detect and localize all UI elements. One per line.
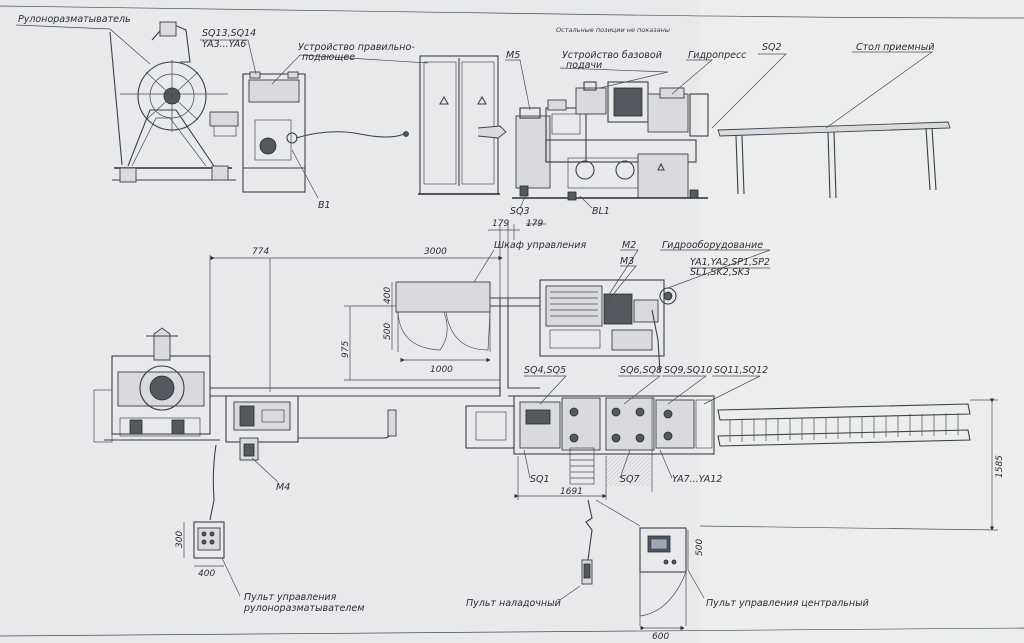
- label-sq6-sq8: SQ6,SQ8: [620, 365, 662, 376]
- dim-400-cabinet: 400: [383, 287, 393, 304]
- dim-500-central: 500: [695, 539, 705, 556]
- dim-179-a: 179: [492, 219, 509, 229]
- label-sq3: SQ3: [510, 206, 530, 217]
- label-m2: M2: [622, 240, 636, 251]
- label-control-cabinet: Шкаф управления: [494, 240, 586, 251]
- label-m5: M5: [506, 50, 520, 61]
- label-straightener-1: Устройство правильно-: [298, 42, 415, 53]
- hatched-zone: [606, 456, 650, 486]
- central-control-panel: [639, 527, 705, 631]
- straightener-plan: [225, 395, 397, 461]
- label-decoiler: Рулоноразматыватель: [18, 14, 131, 25]
- label-decoiler-panel-2: рулоноразматывателем: [243, 603, 364, 614]
- label-ya3-ya6: YA3...YA6: [202, 39, 246, 50]
- label-feeder-1: Устройство базовой: [562, 50, 662, 61]
- hydraulic-leaders: [603, 249, 771, 307]
- label-press: Гидропресс: [688, 50, 747, 61]
- label-b1: B1: [318, 200, 331, 211]
- dim-400-panel: 400: [198, 569, 215, 579]
- electric-cabinet-elevation: [418, 55, 507, 195]
- cabinet-dimensions: [210, 223, 546, 392]
- label-sq4-sq5: SQ4,SQ5: [524, 365, 566, 376]
- dim-1585-line: [699, 398, 999, 531]
- label-receiving-table: Стол приемный: [856, 42, 934, 53]
- dim-3000: 3000: [424, 247, 447, 257]
- straightener-elevation: [242, 71, 409, 193]
- dim-179-b: 179: [526, 219, 543, 229]
- hydraulic-unit-plan: [539, 279, 677, 373]
- decoiler-control-panel: [183, 521, 241, 597]
- top-leaders: [15, 24, 934, 209]
- dim-300: 300: [175, 531, 185, 548]
- decoiler-plan: [93, 327, 220, 443]
- drawing-note: Остальные позиции не показаны: [556, 26, 670, 34]
- label-straightener-2: подающее: [302, 52, 355, 63]
- setup-pendant: [559, 559, 593, 601]
- label-m4: M4: [276, 482, 290, 493]
- label-sq2: SQ2: [762, 42, 782, 53]
- dim-1691: 1691: [560, 487, 583, 497]
- dim-1585: 1585: [995, 455, 1005, 478]
- receiving-table-elevation: [717, 121, 951, 199]
- cable-routes: [209, 224, 641, 561]
- receiving-table-plan: [717, 403, 971, 447]
- label-hydraulic-devices-2: SL1,SK2,SK3: [690, 267, 750, 278]
- label-bl1: BL1: [592, 206, 610, 217]
- label-decoiler-panel-1: Пульт управления: [244, 592, 337, 603]
- label-central-panel: Пульт управления центральный: [706, 598, 869, 609]
- dim-500-cabinet: 500: [383, 323, 393, 340]
- label-setup-panel: Пульт наладочный: [466, 598, 561, 609]
- decoiler-elevation: [109, 21, 239, 183]
- label-ya7-ya12: YA7...YA12: [672, 474, 722, 485]
- feeder-press-elevation: [512, 81, 709, 201]
- label-hydraulic-devices-1: YA1,YA2,SP1,SP2: [690, 257, 770, 268]
- dim-600: 600: [652, 632, 669, 642]
- label-sq9-sq10: SQ9,SQ10: [664, 365, 712, 376]
- label-sq11-sq12: SQ11,SQ12: [714, 365, 768, 376]
- label-sq1: SQ1: [530, 474, 550, 485]
- cabinet-plan: [395, 281, 491, 352]
- dim-774: 774: [252, 247, 269, 257]
- label-m3: M3: [620, 256, 634, 267]
- label-feeder-2: подачи: [566, 60, 602, 71]
- label-hydraulics: Гидрооборудование: [662, 240, 763, 251]
- label-sq13-sq14: SQ13,SQ14: [202, 28, 256, 39]
- dim-1000: 1000: [430, 365, 453, 375]
- press-line-plan: [465, 395, 715, 500]
- dim-975: 975: [341, 341, 351, 358]
